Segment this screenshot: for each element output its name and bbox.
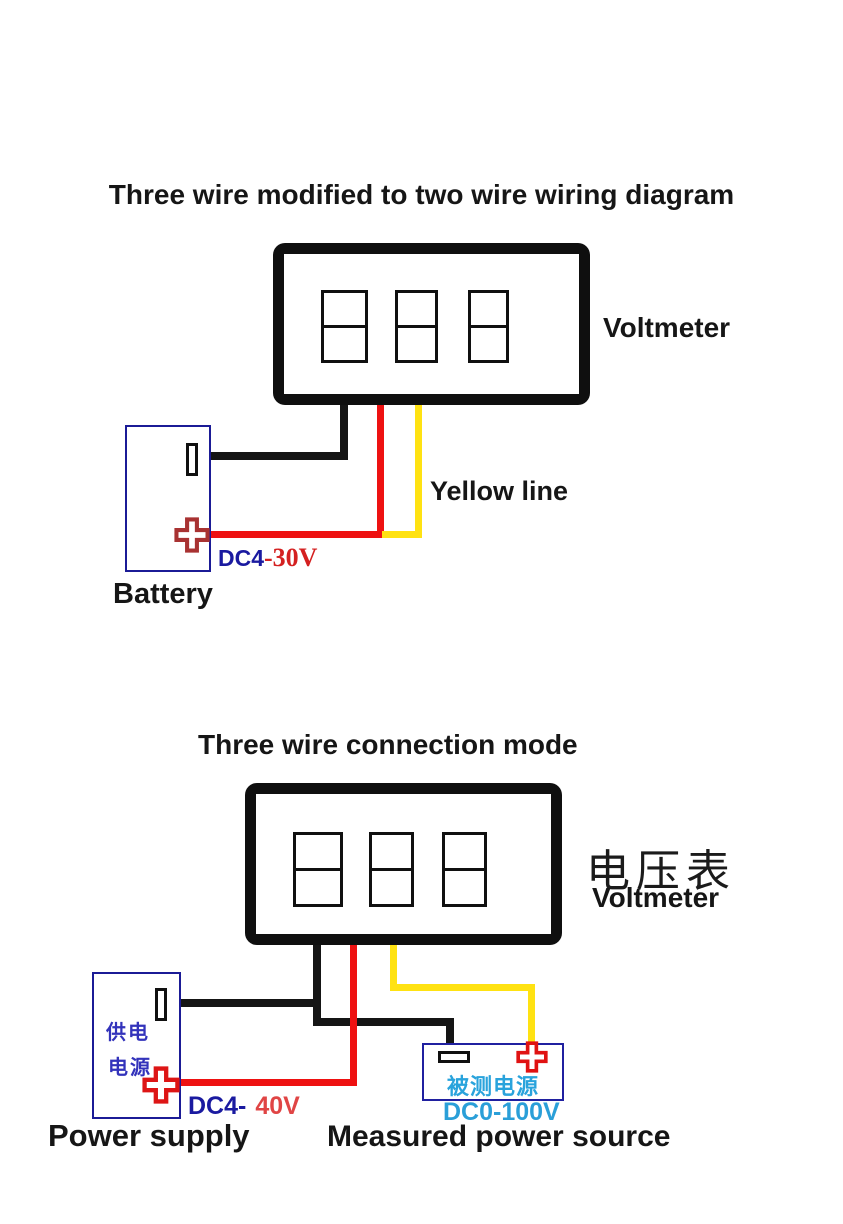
voltage-spec-top: DC4-30V <box>218 543 317 573</box>
positive-terminal-icon <box>516 1041 548 1073</box>
black-wire-vertical-top <box>340 398 348 460</box>
battery-label: Battery <box>113 578 213 610</box>
voltage-spec-bottom: DC4- 40V <box>188 1092 300 1121</box>
top-section-title: Three wire modified to two wire wiring d… <box>108 179 735 210</box>
red-wire-vertical-bottom <box>350 940 357 1086</box>
power-supply-cn-line1: 供电 <box>106 1022 150 1044</box>
seven-segment-digit <box>442 832 487 907</box>
black-wire-horizontal-top <box>206 452 348 460</box>
spec-range: 40V <box>255 1092 300 1120</box>
positive-terminal-icon <box>142 1066 180 1104</box>
negative-terminal-icon <box>438 1051 470 1063</box>
bottom-section-title: Three wire connection mode <box>198 729 578 760</box>
negative-terminal-icon <box>155 988 167 1021</box>
power-supply-cn-line2: 电源 <box>108 1057 152 1079</box>
red-wire-horizontal-top <box>205 531 384 538</box>
red-wire-vertical-top <box>377 398 384 538</box>
spec-range: -30V <box>264 543 318 572</box>
yellow-wire-vertical-bottom-2 <box>528 984 535 1046</box>
voltmeter-bottom <box>245 783 562 945</box>
power-supply-label: Power supply <box>48 1118 250 1153</box>
power-supply-box: 供电 电源 <box>92 972 181 1119</box>
seven-segment-digit <box>321 290 368 363</box>
seven-segment-digit <box>468 290 509 363</box>
black-wire-vertical-bottom-2 <box>446 1018 454 1048</box>
measured-source-range: DC0-100V <box>443 1098 560 1126</box>
measured-source-cn: 被测电源 <box>446 1074 540 1099</box>
yellow-wire-horizontal-top <box>382 531 422 538</box>
yellow-line-label: Yellow line <box>430 476 569 506</box>
seven-segment-digit <box>395 290 438 363</box>
seven-segment-digit <box>293 832 343 907</box>
yellow-wire-vertical-bottom-1 <box>390 940 397 991</box>
voltmeter-bottom-label-cn: 电压表 <box>586 847 736 896</box>
black-wire-horizontal-bottom-1 <box>175 999 321 1007</box>
voltmeter-top-label: Voltmeter <box>603 312 731 343</box>
voltmeter-screen <box>284 254 579 394</box>
voltmeter-screen <box>256 794 551 934</box>
black-wire-vertical-bottom-1 <box>313 940 321 1026</box>
yellow-wire-vertical-top <box>415 398 422 538</box>
yellow-wire-horizontal-bottom <box>390 984 535 991</box>
positive-terminal-icon <box>174 517 210 553</box>
spec-prefix: DC4 <box>218 545 265 571</box>
spec-prefix: DC4- <box>188 1092 247 1120</box>
voltmeter-bottom-label-en: Voltmeter <box>592 882 720 913</box>
battery-box <box>125 425 211 572</box>
seven-segment-digit <box>369 832 414 907</box>
negative-terminal-icon <box>186 443 198 476</box>
black-wire-horizontal-bottom-2 <box>313 1018 454 1026</box>
voltmeter-top <box>273 243 590 405</box>
red-wire-horizontal-bottom <box>174 1079 357 1086</box>
measured-source-label: Measured power source <box>327 1120 671 1153</box>
measured-source-box: 被测电源 <box>422 1041 564 1101</box>
